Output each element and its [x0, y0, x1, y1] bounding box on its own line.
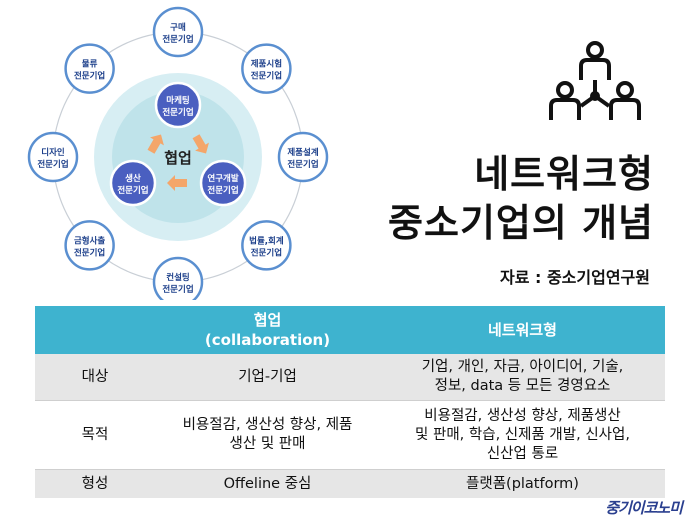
header-collab-line1: 협업	[253, 311, 282, 329]
table-row: 목적 비용절감, 생산성 향상, 제품 생산 및 판매 비용절감, 생산성 향상…	[35, 400, 665, 470]
cell-line: 비용절감, 생산성 향상, 제품생산	[424, 407, 621, 424]
cell-line: 신산업 통로	[486, 445, 559, 462]
outer-node-circle	[241, 220, 292, 271]
outer-node-circle	[27, 131, 79, 183]
inner-node-circle	[199, 159, 247, 207]
cell-line: Offeline 중심	[223, 475, 312, 492]
row-label: 목적	[35, 400, 155, 470]
center-label: 협업	[164, 149, 192, 167]
header-network: 네트워크형	[380, 306, 665, 354]
cell-network: 플랫폼(platform)	[380, 469, 665, 498]
outer-node-circle	[152, 256, 204, 300]
cell-line: 기업, 개인, 자금, 아이디어, 기술,	[421, 359, 624, 375]
inner-node-circle	[109, 159, 157, 207]
cell-line: 생산 및 판매	[229, 436, 306, 452]
header-empty	[35, 306, 155, 354]
table-header-row: 협업 (collaboration) 네트워크형	[35, 306, 665, 354]
page-title-line2: 중소기업의 개념	[388, 201, 654, 245]
outer-node-circle	[64, 220, 115, 271]
outer-node-circle	[152, 6, 204, 58]
flow-arrow	[147, 134, 164, 154]
cell-line: 기업-기업	[238, 368, 297, 385]
table-row: 대상 기업-기업 기업, 개인, 자금, 아이디어, 기술, 정보, data …	[35, 354, 665, 401]
outer-node-circle	[277, 131, 329, 183]
header-collab-line2: (collaboration)	[204, 331, 331, 349]
outer-node-circle	[64, 43, 115, 94]
inner-node-circle	[154, 81, 202, 129]
page-title-line1: 네트워크형	[474, 152, 654, 196]
cell-collab: 비용절감, 생산성 향상, 제품 생산 및 판매	[155, 400, 380, 470]
people-network-icon	[549, 41, 641, 120]
table-row: 형성 Offeline 중심 플랫폼(platform)	[35, 469, 665, 498]
header-collaboration: 협업 (collaboration)	[155, 306, 380, 354]
row-label: 형성	[35, 469, 155, 498]
flow-arrow	[167, 175, 187, 191]
cell-collab: Offeline 중심	[155, 469, 380, 498]
source-caption: 자료 : 중소기업연구원	[499, 268, 650, 287]
comparison-table: 협업 (collaboration) 네트워크형 대상 기업-기업 기업, 개인…	[35, 306, 665, 498]
cell-network: 비용절감, 생산성 향상, 제품생산 및 판매, 학습, 신제품 개발, 신사업…	[380, 400, 665, 470]
cell-line: 비용절감, 생산성 향상, 제품	[182, 417, 353, 433]
watermark-logo: 중기이코노미	[605, 499, 683, 517]
row-label: 대상	[35, 354, 155, 401]
outer-node-circle	[241, 43, 292, 94]
flow-arrow	[192, 134, 209, 154]
cell-network: 기업, 개인, 자금, 아이디어, 기술, 정보, data 등 모든 경영요소	[380, 354, 665, 401]
cell-line: 정보, data 등 모든 경영요소	[434, 378, 611, 394]
cell-line: 플랫폼(platform)	[466, 475, 579, 492]
cell-collab: 기업-기업	[155, 354, 380, 401]
cell-line: 및 판매, 학습, 신제품 개발, 신사업,	[415, 426, 630, 443]
